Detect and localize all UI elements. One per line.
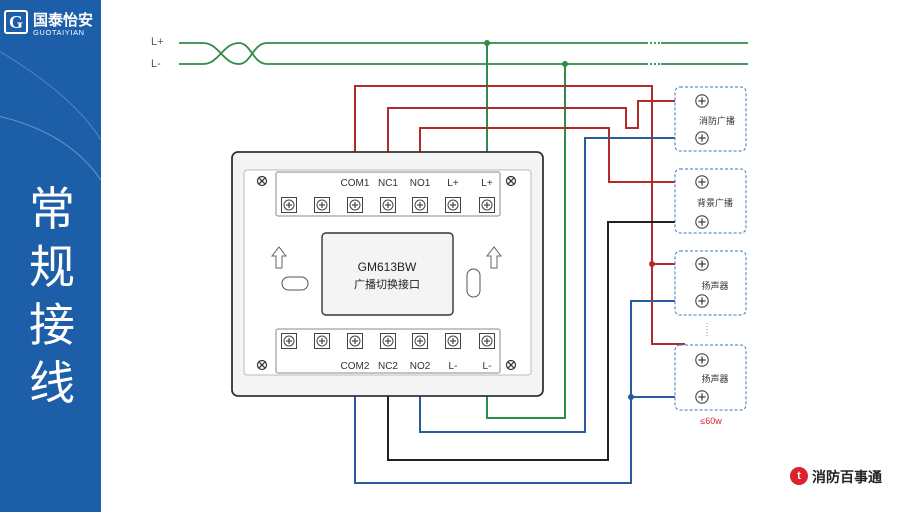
bus-lines (179, 42, 748, 65)
title-char: 接 (29, 298, 75, 352)
bus-label-l-plus: L+ (151, 36, 164, 48)
mounting-slot (281, 276, 309, 291)
left-panel: G 国泰怡安 GUOTAIYIAN 常 规 接 线 (0, 0, 101, 512)
wiring-diagram: L+ L- 消防广播 背景广播 (151, 36, 748, 484)
terminal-label-l-plus-2: L+ (481, 178, 493, 189)
up-arrow-icon (485, 246, 503, 269)
bottom-terminal-strip (275, 328, 501, 374)
speaker-label-2: 扬声器 (701, 373, 728, 384)
fire-broadcast-box: 消防广播 (674, 86, 747, 152)
title-char: 常 (29, 182, 75, 236)
broadcast-switch-module: COM1 NC1 NO1 L+ L+ GM613BW 广播切换接口 (231, 151, 544, 397)
logo-name-en: GUOTAIYIAN (33, 28, 85, 37)
title-char: 规 (29, 240, 75, 294)
section-title: 常 规 接 线 (26, 180, 78, 412)
company-logo: G 国泰怡安 GUOTAIYIAN (4, 8, 101, 44)
background-music-box: 背景广播 (674, 168, 747, 234)
wires (354, 43, 685, 484)
decorative-arcs (0, 51, 101, 181)
terminal-label-nc1: NC1 (378, 178, 398, 189)
terminal-label-no2: NO2 (410, 361, 431, 372)
logo-mark: G (4, 10, 28, 34)
up-arrow-icon (270, 246, 288, 269)
mounting-slot (466, 268, 481, 298)
terminal-label-l-plus-1: L+ (447, 178, 459, 189)
module-nameplate (321, 232, 454, 316)
terminal-label-com1: COM1 (341, 178, 370, 189)
terminal-label-com2: COM2 (341, 361, 370, 372)
module-model: GM613BW (358, 260, 417, 274)
top-terminal-strip (275, 171, 501, 217)
brand-name: 消防百事通 (812, 470, 882, 486)
speaker-power-note: ≤60w (700, 416, 722, 426)
logo-name-cn: 国泰怡安 (33, 11, 94, 29)
background-music-label: 背景广播 (697, 197, 733, 208)
module-name: 广播切换接口 (354, 277, 420, 291)
wire-junction (649, 261, 655, 267)
title-char: 线 (29, 356, 75, 410)
speaker-label-1: 扬声器 (701, 280, 728, 291)
terminal-label-l-minus-2: L- (483, 361, 492, 372)
speaker-box-2: 扬声器 (674, 344, 747, 411)
fire-broadcast-label: 消防广播 (699, 115, 735, 126)
wire-junction (628, 394, 634, 400)
brand-logo-icon: t (790, 467, 808, 485)
terminal-label-nc2: NC2 (378, 361, 398, 372)
terminal-label-no1: NO1 (410, 178, 431, 189)
terminal-label-l-minus-1: L- (449, 361, 458, 372)
bus-label-l-minus: L- (151, 58, 161, 70)
speaker-box-1: 扬声器 (674, 250, 747, 316)
